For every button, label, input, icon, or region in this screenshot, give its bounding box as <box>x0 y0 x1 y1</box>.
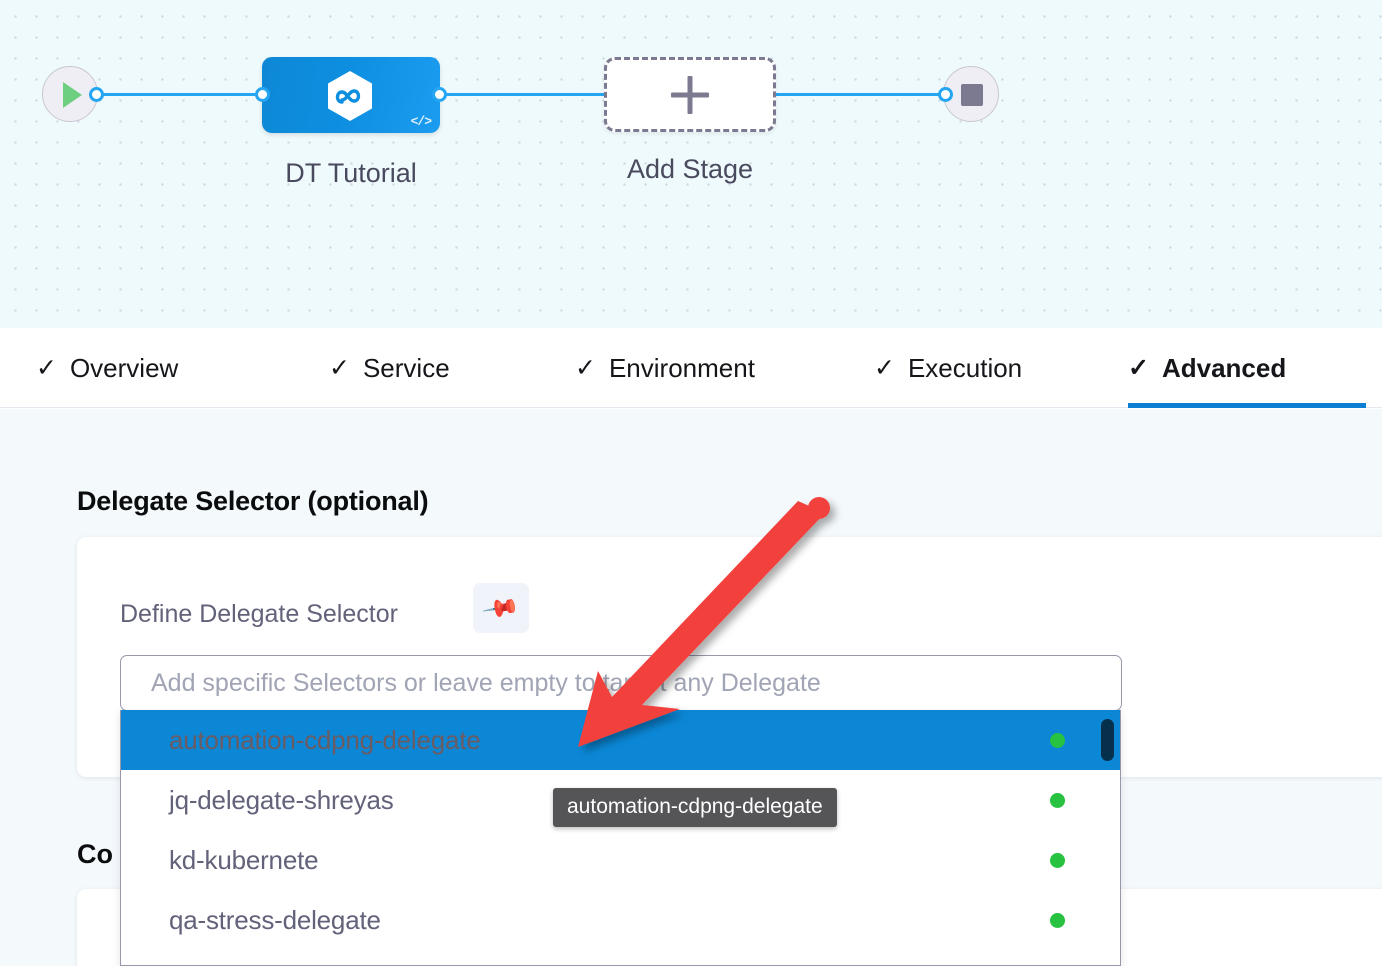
stage-output-port[interactable] <box>432 87 447 102</box>
tab-advanced-label: Advanced <box>1161 352 1287 383</box>
stage-node-dt-tutorial[interactable]: </> <box>262 57 440 133</box>
edge-addstage-to-end <box>774 93 952 96</box>
delegate-selector-dropdown[interactable]: automation-cdpng-delegate jq-delegate-sh… <box>120 710 1121 966</box>
dropdown-scrollbar-thumb[interactable] <box>1101 719 1114 761</box>
define-delegate-selector-label: Define Delegate Selector <box>120 600 398 628</box>
tab-execution-label: Execution <box>907 352 1023 383</box>
dropdown-option-2[interactable]: kd-kubernete <box>121 830 1120 890</box>
dropdown-option-1-label: jq-delegate-shreyas <box>169 784 394 815</box>
dropdown-option-3-label: qa-stress-delegate <box>169 904 381 935</box>
delegate-selector-input[interactable]: Add specific Selectors or leave empty to… <box>120 655 1122 711</box>
tab-service-label: Service <box>362 352 450 383</box>
edge-stage-to-addstage <box>437 93 609 96</box>
stop-icon <box>961 84 983 106</box>
delegate-status-dot <box>1050 852 1065 868</box>
command-section-title-truncated: Co <box>77 839 113 869</box>
dropdown-option-1[interactable]: jq-delegate-shreyas <box>121 770 1120 830</box>
start-node-port[interactable] <box>89 87 104 102</box>
tab-overview-label: Overview <box>69 352 179 383</box>
add-stage-label: Add Stage <box>626 154 754 184</box>
check-icon: ✓ <box>1128 353 1149 382</box>
tab-environment-label: Environment <box>608 352 755 383</box>
tab-advanced[interactable]: ✓ Advanced <box>1128 328 1366 408</box>
dropdown-option-0-label: automation-cdpng-delegate <box>169 724 481 755</box>
delegate-status-dot <box>1050 732 1065 748</box>
check-icon: ✓ <box>329 353 350 382</box>
play-icon <box>63 82 82 108</box>
stage-input-port[interactable] <box>255 87 270 102</box>
stage-code-badge: </> <box>410 114 432 129</box>
pipeline-start-node[interactable] <box>42 66 98 122</box>
add-stage-button[interactable] <box>604 57 776 132</box>
stage-config-tabs: ✓ Overview ✓ Service ✓ Environment ✓ Exe… <box>0 328 1382 408</box>
check-icon: ✓ <box>36 353 57 382</box>
check-icon: ✓ <box>874 353 895 382</box>
dropdown-option-3[interactable]: qa-stress-delegate <box>121 890 1120 950</box>
page-title: Delegate Selector (optional) <box>77 486 429 516</box>
check-icon: ✓ <box>575 353 596 382</box>
dropdown-option-2-label: kd-kubernete <box>169 844 319 875</box>
tab-environment[interactable]: ✓ Environment <box>575 328 810 408</box>
delegate-name-tooltip: automation-cdpng-delegate <box>553 788 837 827</box>
edge-start-to-stage <box>95 93 273 96</box>
pipeline-canvas[interactable]: </> DT Tutorial Add Stage <box>0 0 1382 328</box>
pin-delegate-selector-button[interactable]: 📌 <box>473 583 529 633</box>
stage-node-label: DT Tutorial <box>285 158 417 188</box>
end-node-port[interactable] <box>938 87 953 102</box>
delegate-status-dot <box>1050 912 1065 928</box>
harness-hex-icon <box>328 71 372 121</box>
tab-overview[interactable]: ✓ Overview <box>36 328 241 408</box>
tab-execution[interactable]: ✓ Execution <box>874 328 1074 408</box>
tab-service[interactable]: ✓ Service <box>329 328 494 408</box>
plus-icon-vertical <box>687 75 693 114</box>
dropdown-option-0[interactable]: automation-cdpng-delegate <box>121 710 1120 770</box>
pin-icon: 📌 <box>481 588 521 628</box>
delegate-status-dot <box>1050 792 1065 808</box>
